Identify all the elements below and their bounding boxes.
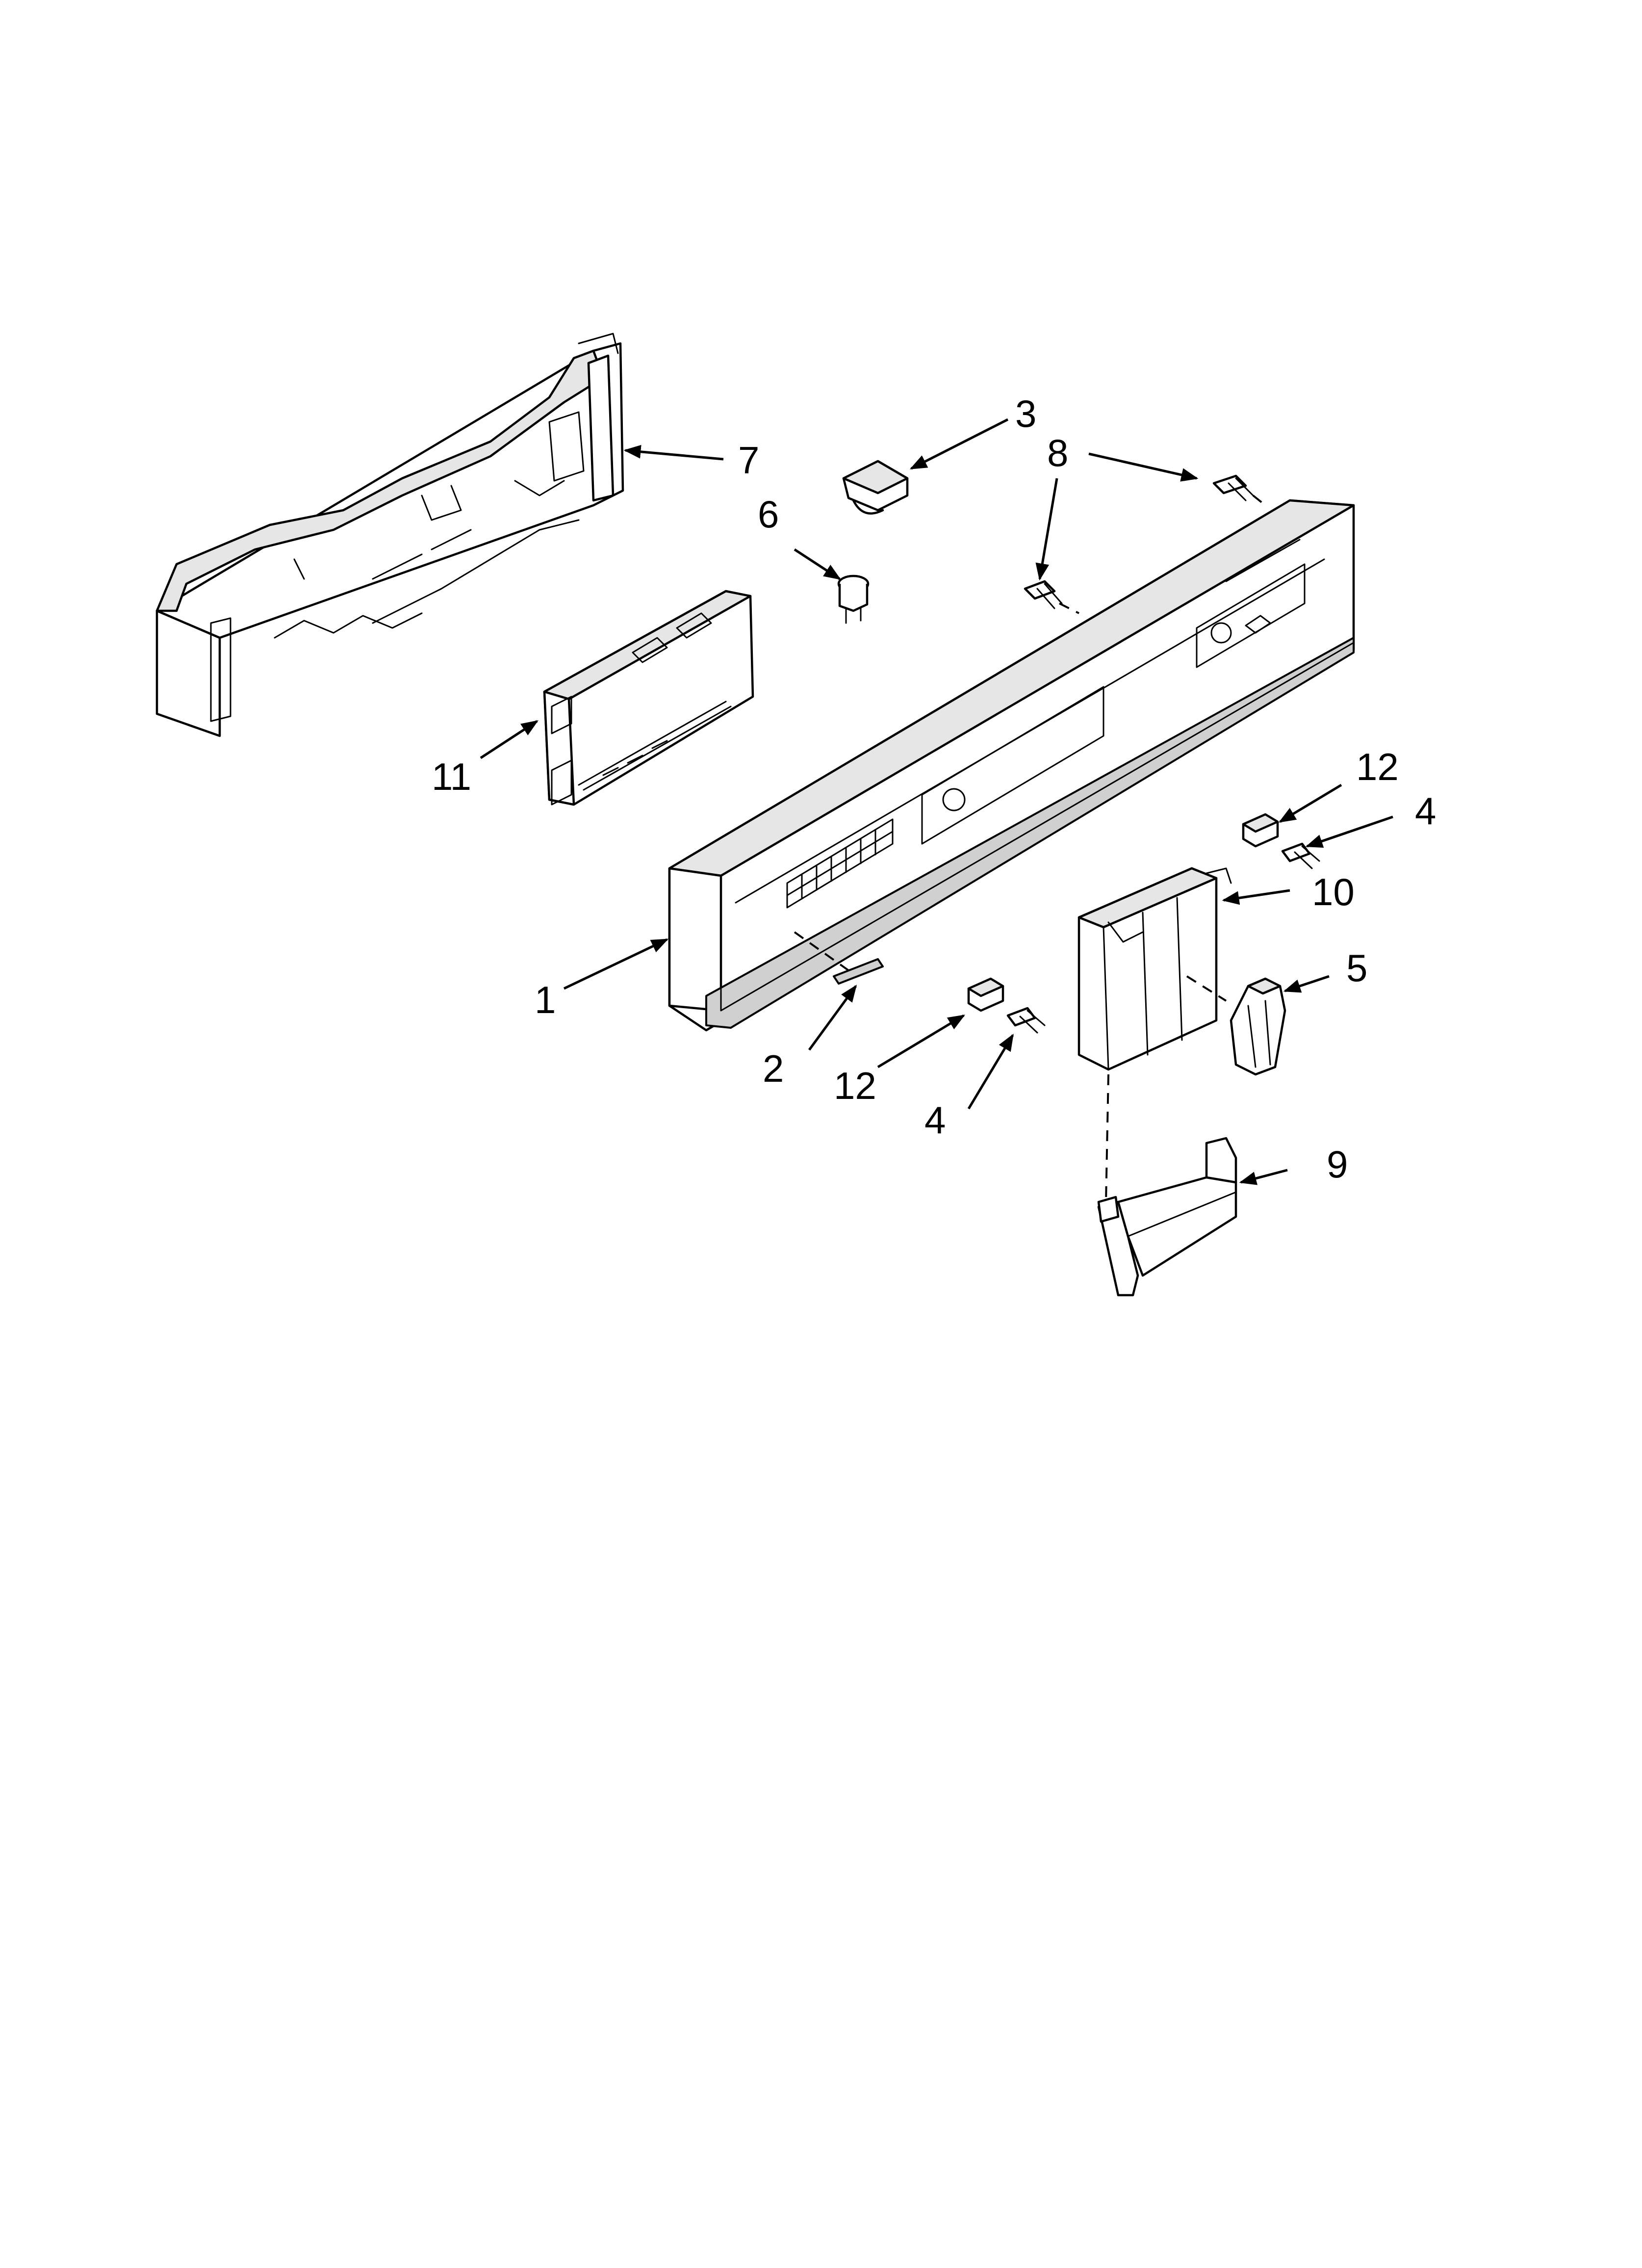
part-8-screw-lower [1024,580,1063,609]
callout-6: 6 [758,493,779,536]
keypad-buttons [786,818,894,909]
callout-12-lower: 12 [834,1064,876,1107]
callout-4-upper: 4 [1415,789,1436,833]
part-4-screw-upper [1281,842,1320,869]
callout-11: 11 [432,755,471,798]
callout-8: 8 [1047,431,1068,474]
assembly-lines [794,495,1266,1202]
part-2-insert [833,958,884,985]
callout-1: 1 [535,978,556,1021]
part-12-clip-lower [967,977,1004,1012]
part-4-screw-lower [1006,1007,1046,1034]
part-8-screw-upper [1212,474,1254,501]
part-10-bracket [1078,867,1232,1071]
part-7-control-panel-cover [155,333,624,737]
part-6-button [837,574,870,624]
callout-12-upper: 12 [1356,745,1399,788]
part-1-console-panel [668,499,1355,1032]
callout-labels: 3 7 8 6 11 12 4 10 1 5 2 12 4 9 [432,392,1436,1186]
callout-3: 3 [1015,392,1036,435]
part-3-clip [842,460,909,515]
part-12-clip-upper [1242,813,1279,848]
leader-lines [480,418,1393,1185]
callout-2: 2 [763,1047,784,1090]
part-5-bracket [1230,977,1286,1076]
callout-7: 7 [738,439,759,482]
callout-4-lower: 4 [924,1098,946,1142]
callout-9: 9 [1327,1143,1348,1186]
callout-10: 10 [1312,870,1355,913]
callout-5: 5 [1346,946,1367,990]
part-11-electronic-control [543,590,754,806]
part-9-lower-bracket [1097,1137,1237,1297]
